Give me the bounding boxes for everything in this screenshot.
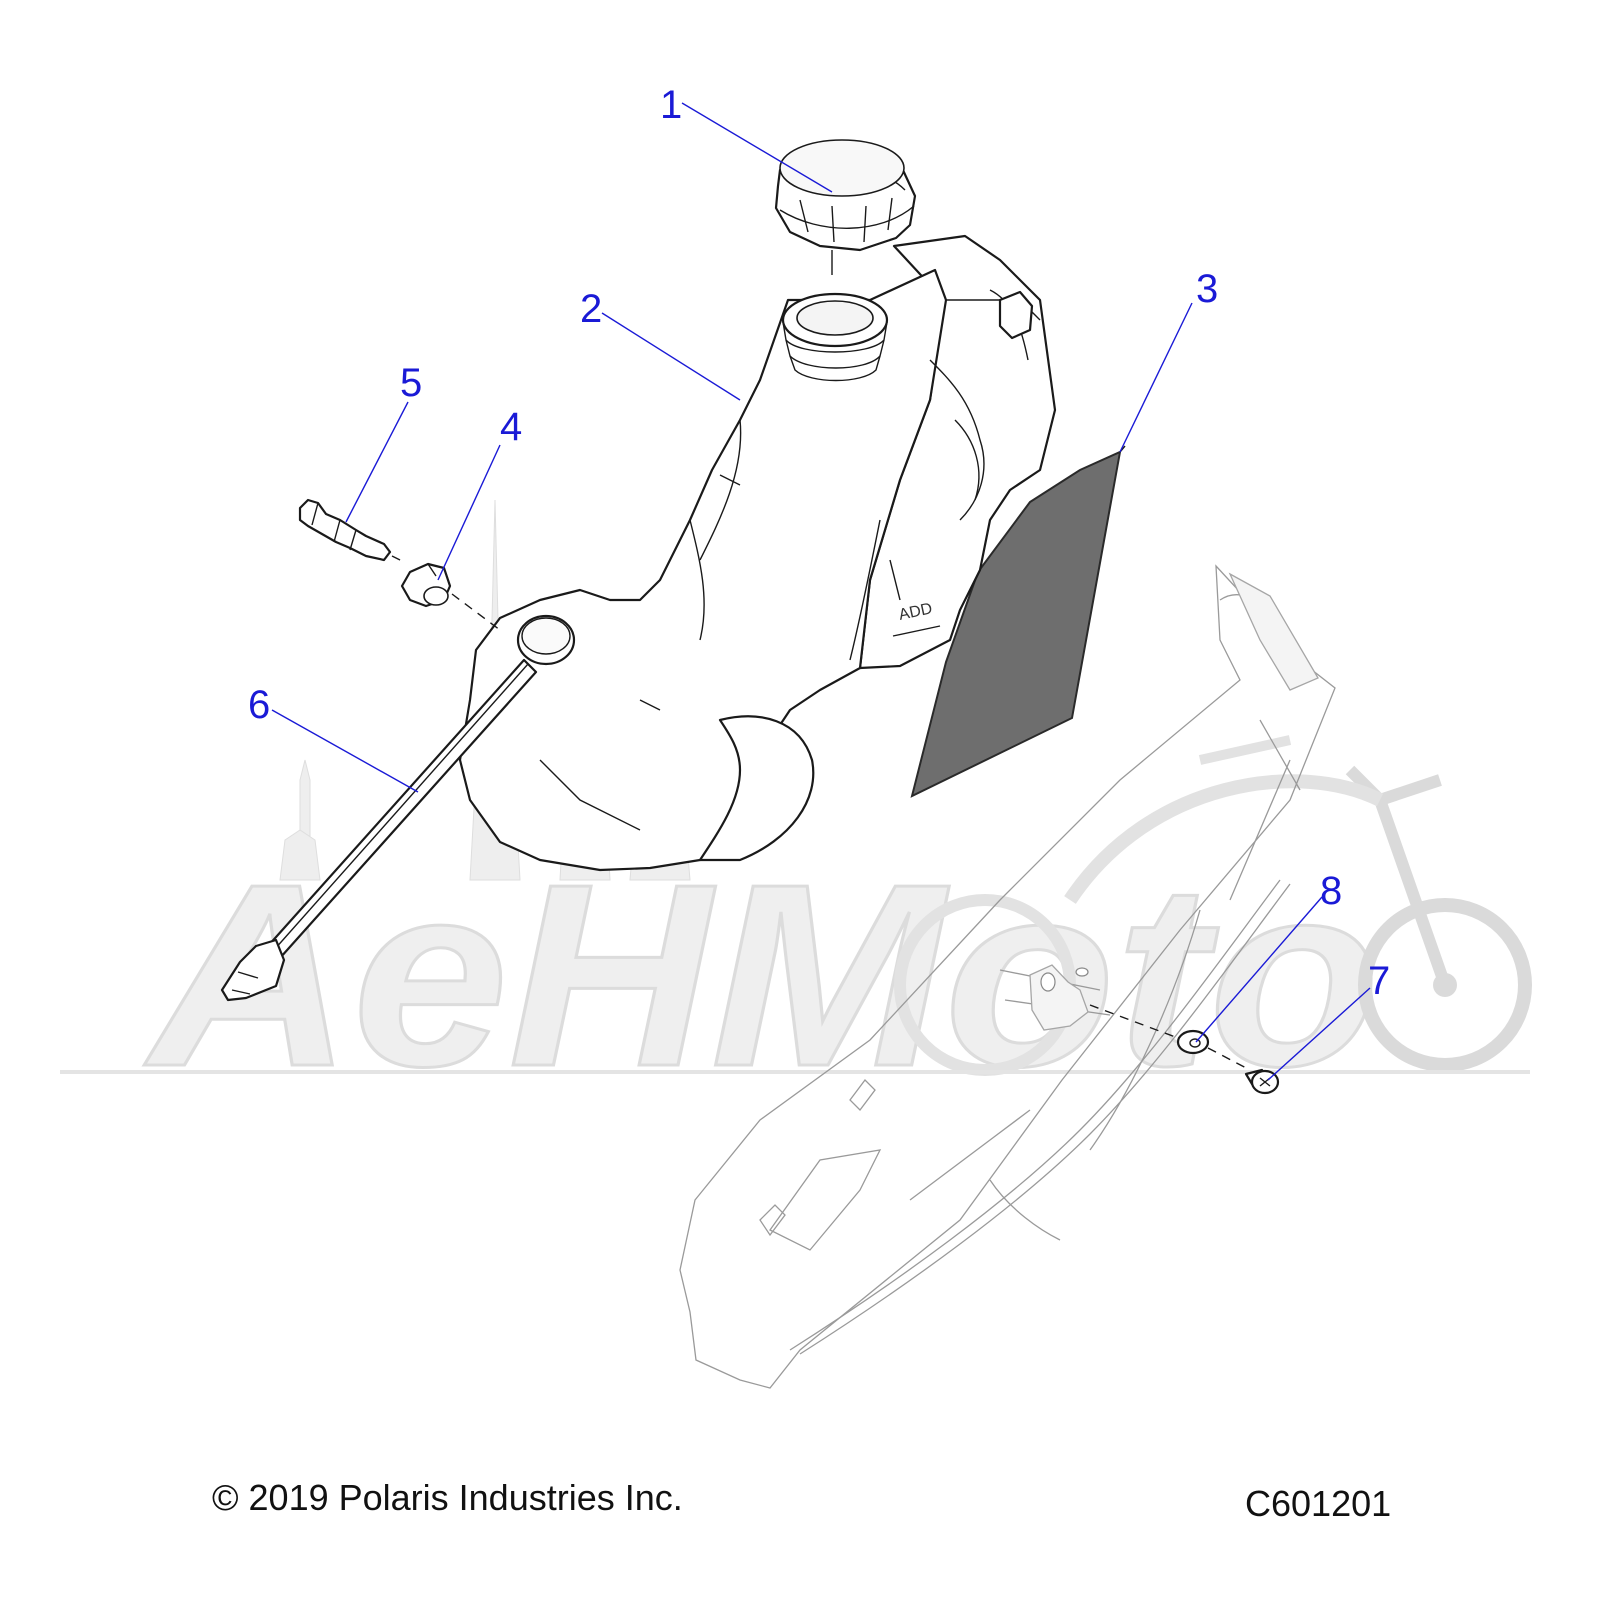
leader-8 bbox=[1195, 896, 1323, 1043]
watermark-motorcycle bbox=[894, 735, 1532, 1076]
assembly-line-mount bbox=[1089, 1004, 1251, 1071]
callout-3: 3 bbox=[1196, 267, 1218, 311]
part-1-fuel-cap bbox=[774, 139, 917, 275]
callouts: 1 2 3 4 5 6 7 8 bbox=[248, 83, 1390, 1081]
leader-5 bbox=[345, 401, 409, 523]
leader-6 bbox=[271, 709, 419, 793]
leader-7 bbox=[1267, 987, 1371, 1081]
mount-bracket bbox=[1029, 964, 1089, 1031]
leader-1 bbox=[681, 102, 833, 193]
copyright-notice: © 2019 Polaris Industries Inc. bbox=[212, 1477, 683, 1518]
part-4-grommet bbox=[400, 562, 452, 608]
leader-4 bbox=[437, 444, 501, 581]
callout-5: 5 bbox=[400, 361, 422, 405]
leader-3 bbox=[1119, 302, 1193, 453]
assembly-line-fitting bbox=[391, 555, 501, 631]
part-6-sender bbox=[220, 658, 538, 1002]
callout-2: 2 bbox=[580, 287, 602, 331]
callout-6: 6 bbox=[248, 683, 270, 727]
callout-7: 7 bbox=[1368, 959, 1390, 1003]
drawing-number: C601201 bbox=[1245, 1483, 1392, 1524]
part-2-fuel-tank: ADD bbox=[458, 234, 1057, 872]
tank-add-marking: ADD bbox=[897, 600, 934, 624]
callout-1: 1 bbox=[660, 83, 682, 127]
watermark-logo-text: AeHMoto bbox=[141, 831, 1380, 1121]
callout-8: 8 bbox=[1320, 869, 1342, 913]
part-5-fitting bbox=[298, 498, 392, 562]
callout-4: 4 bbox=[500, 405, 522, 449]
side-panel-ghost bbox=[679, 564, 1336, 1389]
leader-2 bbox=[601, 312, 741, 401]
